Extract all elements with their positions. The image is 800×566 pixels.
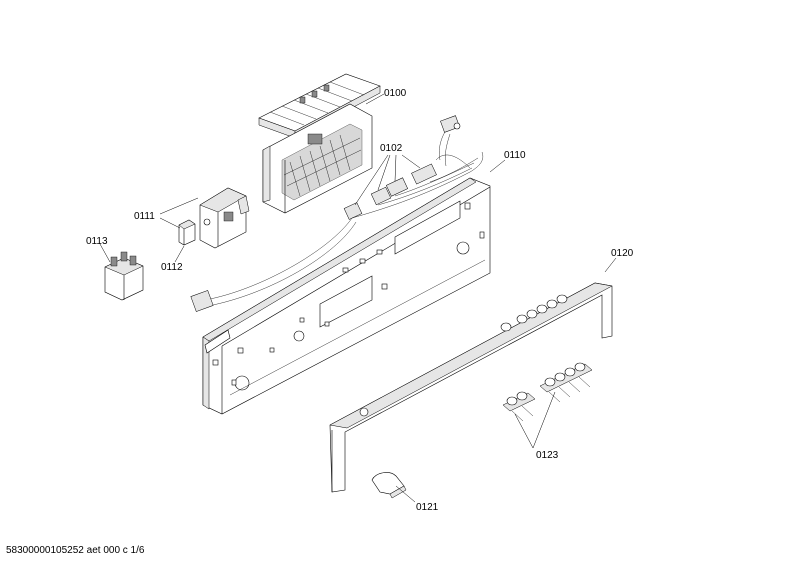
control-panel-frame-part <box>202 177 491 415</box>
part-number-0120: 0120 <box>611 248 634 259</box>
control-module-part <box>258 73 381 214</box>
leader-lines <box>99 93 617 503</box>
part-labels: 0100 0102 0110 0111 0112 0113 0120 0121 … <box>86 88 634 513</box>
door-lock-part <box>199 187 250 249</box>
part-number-0110: 0110 <box>504 150 526 161</box>
handle-clip-part <box>371 472 407 499</box>
document-code: 58300000105252 aet 000 c 1/6 <box>6 545 145 556</box>
part-number-0111: 0111 <box>134 211 155 222</box>
part-number-0100: 0100 <box>384 88 407 99</box>
facia-trim-part <box>329 282 613 493</box>
push-buttons-part <box>502 362 593 422</box>
part-number-0121: 0121 <box>416 502 439 513</box>
power-switch-part <box>104 251 144 301</box>
small-switch-part <box>178 219 196 246</box>
part-number-0112: 0112 <box>161 262 183 273</box>
cable-connectors-part <box>190 115 483 312</box>
part-number-0113: 0113 <box>86 236 108 247</box>
part-number-0123: 0123 <box>536 450 559 461</box>
part-number-0102: 0102 <box>380 143 403 154</box>
